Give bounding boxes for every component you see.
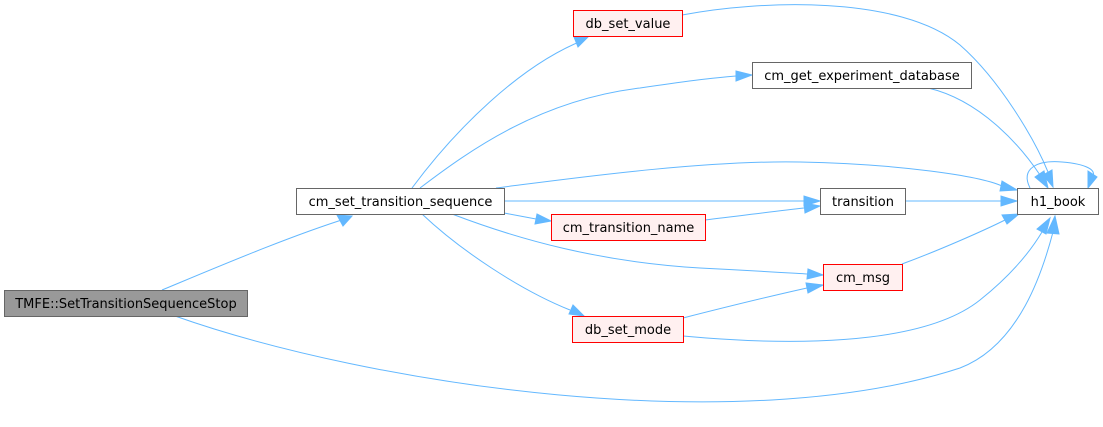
edge-db-set-mode-to-cm-msg bbox=[682, 282, 825, 319]
edge-line bbox=[901, 219, 1006, 265]
edge-line bbox=[704, 207, 805, 221]
edge-cm-msg-to-h1-book bbox=[901, 213, 1021, 265]
nodes-layer: TMFE::SetTransitionSequenceStop cm_set_tr… bbox=[4, 10, 1099, 343]
node-cm-set-transition-sequence[interactable]: cm_set_transition_sequence bbox=[296, 188, 505, 215]
edge-transition-to-h1-book bbox=[905, 195, 1019, 207]
edge-line bbox=[421, 213, 571, 311]
node-transition[interactable]: transition bbox=[820, 188, 906, 215]
node-label: transition bbox=[832, 195, 894, 210]
arrow-head-icon bbox=[1036, 216, 1051, 235]
edge-line bbox=[503, 212, 537, 220]
arrow-head-icon bbox=[1034, 170, 1049, 190]
node-box[interactable] bbox=[296, 188, 505, 215]
edge-cm-transition-name-to-transition bbox=[704, 202, 822, 221]
node-box[interactable] bbox=[4, 290, 248, 317]
node-box[interactable] bbox=[573, 10, 683, 37]
node-cm-msg[interactable]: cm_msg bbox=[823, 264, 903, 291]
edge-cm-set-transition-sequence-to-db-set-value bbox=[411, 35, 591, 189]
node-box[interactable] bbox=[823, 264, 903, 291]
node-box[interactable] bbox=[752, 62, 972, 89]
edge-line bbox=[411, 39, 585, 189]
arrow-head-icon bbox=[568, 304, 586, 317]
node-label: cm_transition_name bbox=[563, 221, 695, 236]
node-cm-get-experiment-database[interactable]: cm_get_experiment_database bbox=[752, 62, 972, 89]
arrow-head-icon bbox=[534, 213, 553, 225]
node-label: cm_msg bbox=[836, 271, 890, 286]
node-label: h1_book bbox=[1031, 195, 1086, 210]
edge-root-to-cm-set-transition-sequence bbox=[161, 214, 354, 291]
edge-cm-set-transition-sequence-to-h1-book bbox=[495, 161, 1019, 192]
edge-line bbox=[451, 213, 808, 275]
arrow-head-icon bbox=[999, 180, 1019, 192]
edge-line bbox=[682, 287, 808, 319]
edge-line bbox=[681, 4, 1049, 173]
node-db-set-mode[interactable]: db_set_mode bbox=[572, 316, 684, 343]
node-h1-book[interactable]: h1_book bbox=[1017, 188, 1099, 215]
edge-cm-get-experiment-database-to-h1-book bbox=[927, 87, 1049, 190]
node-label: cm_set_transition_sequence bbox=[309, 195, 493, 210]
edge-cm-set-transition-sequence-to-db-set-mode bbox=[421, 213, 586, 317]
arrow-head-icon bbox=[805, 282, 825, 294]
arrow-head-icon bbox=[1046, 214, 1060, 235]
node-box[interactable] bbox=[820, 188, 906, 215]
node-label: cm_get_experiment_database bbox=[764, 69, 960, 84]
edge-line bbox=[419, 75, 737, 189]
edge-root-to-h1-book bbox=[174, 214, 1060, 403]
edge-line bbox=[927, 87, 1041, 176]
node-label: db_set_mode bbox=[585, 323, 671, 338]
arrow-head-icon bbox=[1087, 170, 1098, 190]
arrow-head-icon bbox=[806, 268, 825, 280]
arrow-head-icon bbox=[735, 70, 754, 82]
edge-h1-book-to-h1-book bbox=[1026, 161, 1098, 190]
arrow-head-icon bbox=[573, 35, 591, 48]
node-cm-transition-name[interactable]: cm_transition_name bbox=[551, 214, 706, 241]
arrow-head-icon bbox=[1042, 169, 1054, 189]
node-label: db_set_value bbox=[586, 17, 671, 32]
edge-line bbox=[174, 231, 1054, 403]
edge-line bbox=[161, 217, 349, 291]
node-box[interactable] bbox=[572, 316, 684, 343]
edge-line bbox=[495, 161, 1003, 189]
arrow-head-icon bbox=[336, 214, 354, 227]
node-root[interactable]: TMFE::SetTransitionSequenceStop bbox=[4, 290, 248, 317]
edge-db-set-value-to-h1-book bbox=[681, 4, 1054, 189]
edge-cm-set-transition-sequence-to-cm-get-experiment-database bbox=[419, 70, 754, 189]
arrow-head-icon bbox=[1000, 195, 1019, 207]
edge-line bbox=[1026, 161, 1094, 189]
edge-cm-set-transition-sequence-to-transition bbox=[504, 195, 822, 207]
node-box[interactable] bbox=[551, 214, 706, 241]
node-db-set-value[interactable]: db_set_value bbox=[573, 10, 683, 37]
edge-cm-set-transition-sequence-to-cm-msg bbox=[451, 213, 825, 280]
edge-cm-set-transition-sequence-to-cm-transition-name bbox=[503, 212, 553, 225]
edge-db-set-mode-to-h1-book bbox=[682, 216, 1051, 342]
edges-layer bbox=[161, 4, 1098, 403]
edge-line bbox=[682, 231, 1043, 342]
arrow-head-icon bbox=[803, 202, 822, 214]
node-label: TMFE::SetTransitionSequenceStop bbox=[14, 297, 237, 312]
node-box[interactable] bbox=[1017, 188, 1099, 215]
arrow-head-icon bbox=[1001, 213, 1021, 225]
